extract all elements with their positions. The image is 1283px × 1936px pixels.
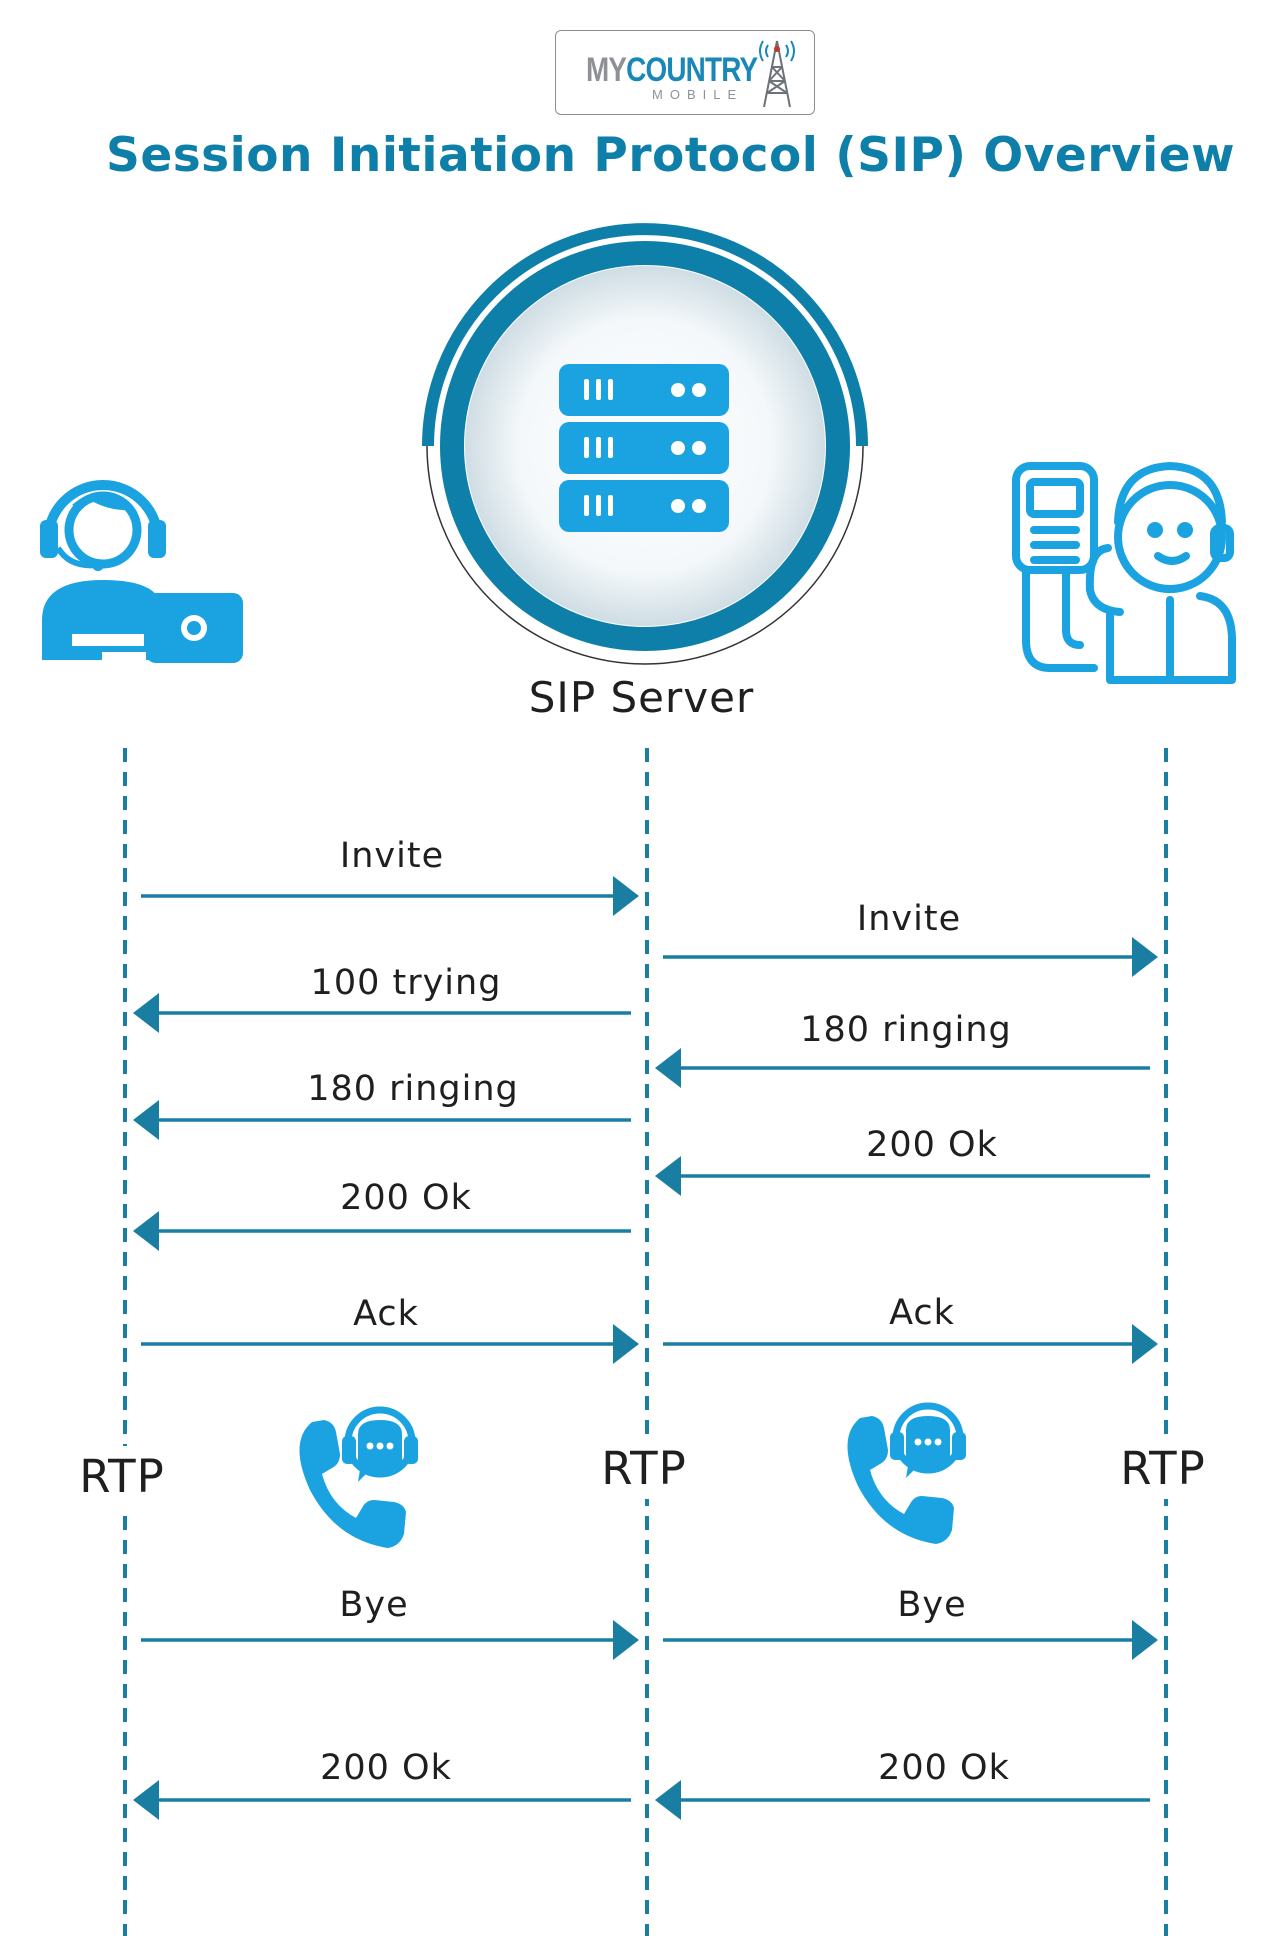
sip-server-icon (422, 223, 868, 665)
logo-word-my: MY (586, 51, 627, 89)
arrow-head-m6 (655, 1156, 681, 1196)
msg-label-ack-1: Ack (353, 1294, 419, 1334)
arrow-head-m5 (133, 1100, 159, 1140)
agent-laptop-icon (40, 480, 243, 664)
sip-server-label: SIP Server (528, 673, 755, 722)
rtp-label-callee: RTP (1120, 1438, 1206, 1499)
msg-label-200-ok-2: 200 Ok (340, 1178, 472, 1218)
lifelines (123, 748, 1168, 1936)
call-support-icon (847, 1402, 966, 1544)
msg-label-180-ringing-1: 180 ringing (800, 1010, 1012, 1050)
arrow-head-m4 (655, 1048, 681, 1088)
logo: MYCOUNTRY MOBILE (555, 30, 815, 115)
msg-label-200-ok-4: 200 Ok (878, 1748, 1010, 1788)
arrow-head-m1 (613, 876, 639, 916)
msg-label-200-ok-1: 200 Ok (866, 1125, 998, 1165)
msg-label-bye-2: Bye (897, 1585, 967, 1625)
arrow-head-m10 (613, 1620, 639, 1660)
arrow-head-m8 (613, 1324, 639, 1364)
arrow-head-m11 (1132, 1620, 1158, 1660)
msg-label-bye-1: Bye (339, 1585, 409, 1625)
message-arrows (133, 876, 1158, 1820)
arrow-head-m2 (1132, 937, 1158, 977)
logo-word-country: COUNTRY (626, 51, 758, 89)
page-title: Session Initiation Protocol (SIP) Overvi… (105, 128, 1236, 183)
msg-label-180-ringing-2: 180 ringing (307, 1069, 519, 1109)
rtp-label-server: RTP (601, 1438, 687, 1499)
logo-subtitle: MOBILE (652, 87, 744, 102)
agent-phone-icon (1012, 462, 1236, 684)
arrow-head-m7 (133, 1211, 159, 1251)
msg-label-100-trying: 100 trying (310, 963, 502, 1003)
arrow-head-m9 (1132, 1324, 1158, 1364)
arrow-head-m3 (133, 993, 159, 1033)
rtp-label-caller: RTP (79, 1446, 165, 1507)
msg-label-ack-2: Ack (889, 1293, 955, 1333)
msg-label-200-ok-3: 200 Ok (320, 1748, 452, 1788)
call-support-icon (299, 1406, 418, 1548)
arrow-head-m13 (655, 1780, 681, 1820)
tower-icon (759, 40, 795, 108)
msg-label-invite-2: Invite (856, 899, 962, 939)
msg-label-invite-1: Invite (339, 836, 445, 876)
arrow-head-m12 (133, 1780, 159, 1820)
